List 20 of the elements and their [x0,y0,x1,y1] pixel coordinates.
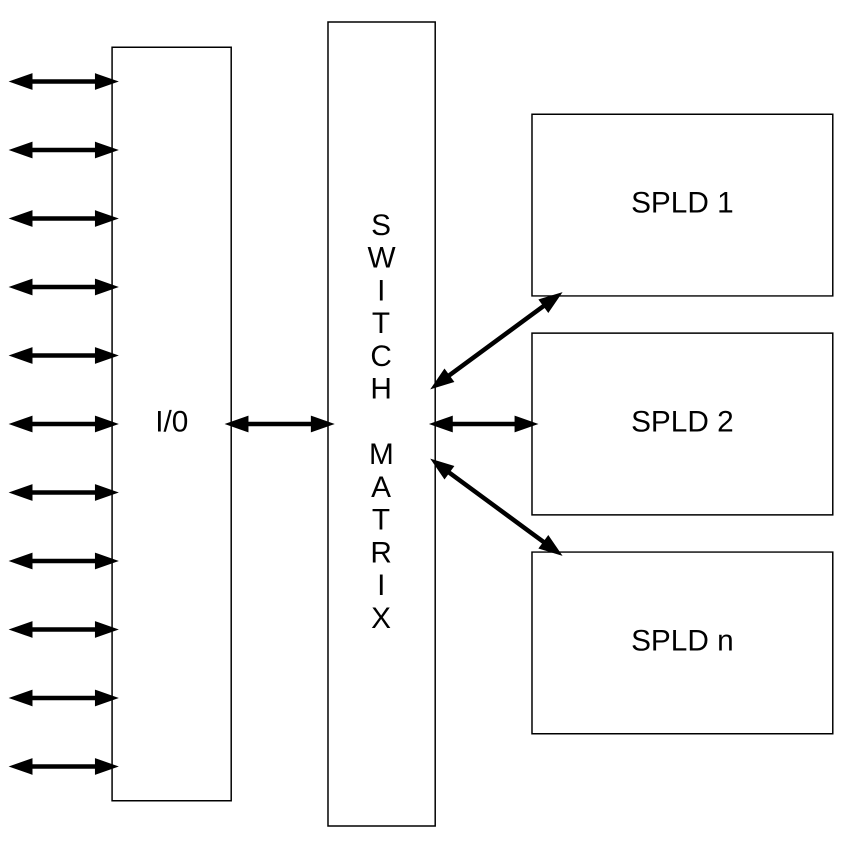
arrow [8,484,119,500]
arrow [430,292,563,389]
arrow [224,415,335,432]
arrow [428,415,538,432]
arrow [8,552,119,569]
arrow [8,689,119,706]
node-box: SWITCH MATRIX [327,20,436,826]
arrow [8,346,119,364]
arrow [8,141,119,158]
arrow [8,72,119,90]
arrow [8,620,119,638]
arrow [8,210,119,226]
node-box: I/0 [111,46,232,801]
arrow [8,415,119,432]
node-box: SPLD 1 [531,113,834,296]
arrow [430,458,563,556]
arrow [8,278,119,295]
arrow [8,758,119,774]
node-box: SPLD n [531,550,834,734]
node-box: SPLD 2 [531,332,834,516]
